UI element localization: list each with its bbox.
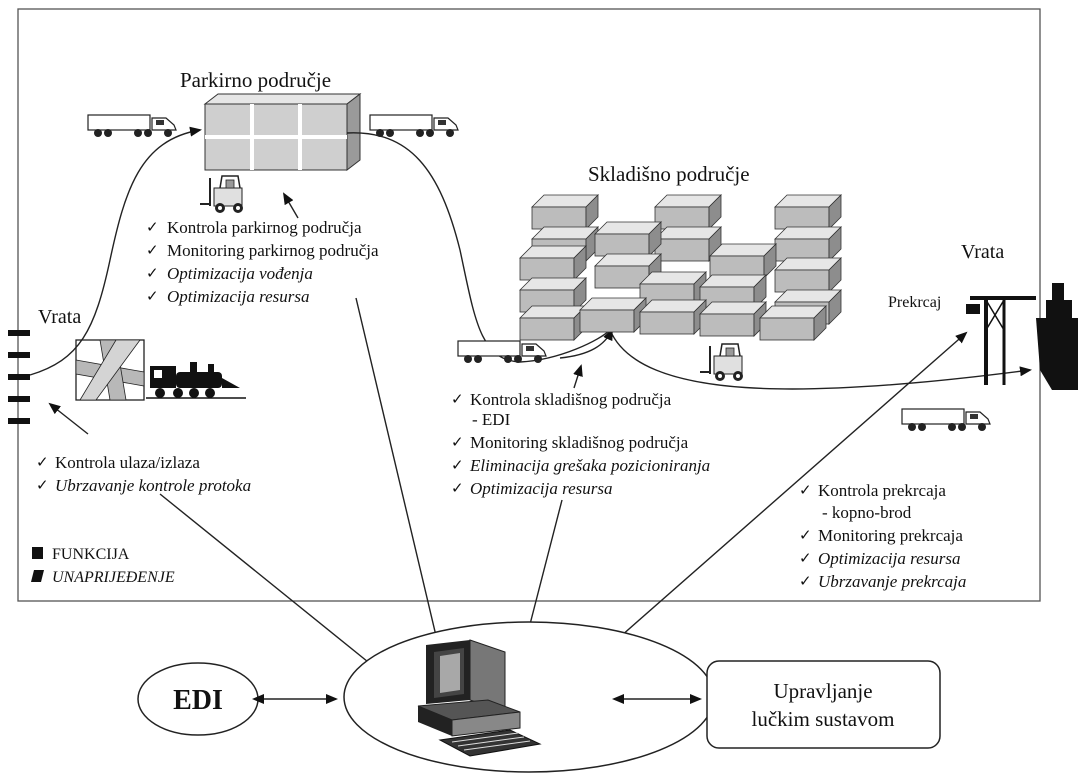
- legend-function-swatch: [32, 547, 43, 559]
- arrow-to-parking: [282, 192, 299, 219]
- forklift-icon: [699, 343, 744, 382]
- list-item: Optimizacija resursa: [818, 549, 960, 568]
- list-item: Optimizacija vođenja: [167, 264, 313, 283]
- svg-text:✓: ✓: [146, 241, 159, 259]
- forklift-icon: [199, 175, 244, 214]
- svg-text:✓: ✓: [799, 549, 812, 567]
- svg-text:✓: ✓: [451, 433, 464, 451]
- port-management-node: [706, 660, 941, 749]
- crane-icon: [966, 296, 1036, 385]
- transshipment-label: Prekrcaj: [888, 294, 941, 311]
- storage-function-list: ✓ Kontrola skladišnog područja - EDI ✓ M…: [451, 390, 710, 498]
- legend-improvement-swatch: [31, 570, 44, 582]
- svg-text:✓: ✓: [799, 481, 812, 499]
- central-system-ellipse: [343, 621, 715, 773]
- list-item: Kontrola parkirnog područja: [167, 218, 362, 237]
- svg-text:✓: ✓: [146, 264, 159, 282]
- container-stack: [519, 194, 842, 341]
- svg-text:✓: ✓: [451, 479, 464, 497]
- svg-text:✓: ✓: [799, 572, 812, 590]
- right-gate-label: Vrata: [961, 241, 1004, 263]
- svg-text:✓: ✓: [146, 287, 159, 305]
- list-item: Monitoring parkirnog područja: [167, 241, 379, 260]
- list-item: Optimizacija resursa: [470, 479, 612, 498]
- list-item: Monitoring skladišnog područja: [470, 433, 689, 452]
- arrow-to-storage: [573, 364, 583, 389]
- flow-into-storage: [559, 328, 613, 359]
- link-computer-transship: [595, 331, 968, 659]
- flow-storage-to-ship: [519, 328, 1032, 390]
- legend: FUNKCIJA UNAPRIJEĐENJE: [31, 546, 175, 586]
- terminal-frame: [17, 8, 1041, 602]
- list-item: Kontrola prekrcaja: [818, 481, 946, 500]
- svg-text:✓: ✓: [36, 476, 49, 494]
- svg-text:✓: ✓: [146, 218, 159, 236]
- link-computer-storage: [527, 499, 563, 633]
- crossroad-icon: [75, 339, 145, 401]
- port-management-line1: Upravljanje: [773, 679, 872, 703]
- link-computer-gate: [159, 493, 379, 671]
- truck-icon: [369, 114, 459, 138]
- locomotive-icon: [146, 362, 246, 399]
- computer-icon: [417, 639, 542, 757]
- parking-area-title: Parkirno područje: [180, 68, 331, 92]
- truck-icon: [87, 114, 177, 138]
- list-item: Kontrola skladišnog područja: [470, 390, 672, 409]
- legend-function-label: FUNKCIJA: [52, 546, 130, 563]
- truck-icon: [457, 340, 547, 364]
- parking-lot: [203, 92, 362, 172]
- svg-text:✓: ✓: [799, 526, 812, 544]
- list-item: Ubrzavanje prekrcaja: [818, 572, 966, 591]
- legend-improvement-label: UNAPRIJEĐENJE: [52, 569, 175, 586]
- left-gate-posts: [8, 330, 30, 424]
- list-item: Eliminacija grešaka pozicioniranja: [469, 456, 710, 475]
- port-management-line2: lučkim sustavom: [752, 707, 895, 731]
- link-computer-parking: [355, 297, 438, 641]
- ship-icon: [1036, 283, 1078, 390]
- list-item: Monitoring prekrcaja: [818, 526, 963, 545]
- truck-icon: [901, 408, 991, 432]
- list-item: Optimizacija resursa: [167, 287, 309, 306]
- transshipment-function-list: ✓ Kontrola prekrcaja - kopno-brod ✓ Moni…: [799, 481, 966, 591]
- list-item-sub: - EDI: [472, 410, 511, 429]
- parking-function-list: ✓ Kontrola parkirnog područja ✓ Monitori…: [146, 218, 379, 306]
- flow-gate-to-parking: [29, 126, 202, 376]
- left-gate-label: Vrata: [38, 306, 81, 328]
- storage-area-title: Skladišno područje: [588, 162, 750, 186]
- gate-function-list: ✓ Kontrola ulaza/izlaza ✓ Ubrzavanje kon…: [36, 453, 251, 495]
- list-item-sub: - kopno-brod: [822, 503, 912, 522]
- svg-text:✓: ✓: [451, 390, 464, 408]
- svg-text:✓: ✓: [36, 453, 49, 471]
- list-item: Kontrola ulaza/izlaza: [55, 453, 200, 472]
- arrow-to-gate: [48, 402, 89, 435]
- svg-text:✓: ✓: [451, 456, 464, 474]
- edi-label: EDI: [173, 685, 223, 716]
- list-item: Ubrzavanje kontrole protoka: [55, 476, 251, 495]
